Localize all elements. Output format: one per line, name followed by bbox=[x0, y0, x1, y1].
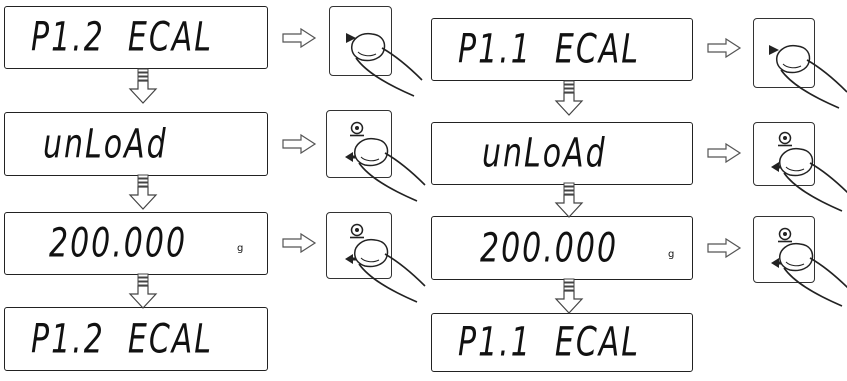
right-down-arrow-2 bbox=[556, 183, 582, 217]
right-tare-icon-1 bbox=[778, 133, 792, 146]
left-down-arrow-1 bbox=[130, 69, 156, 103]
right-finger-2-icon bbox=[780, 149, 847, 211]
left-finger-3-icon bbox=[355, 240, 425, 302]
left-right-arrow-1 bbox=[283, 29, 315, 47]
right-finger-1-icon bbox=[777, 46, 847, 108]
right-tare-icon-2 bbox=[778, 229, 792, 242]
left-finger-2-icon bbox=[355, 139, 425, 201]
left-tare-icon-1 bbox=[350, 123, 364, 136]
left-right-arrow-2 bbox=[283, 135, 315, 153]
right-down-arrow-3 bbox=[556, 279, 582, 313]
left-down-arrow-3 bbox=[130, 274, 156, 308]
left-right-arrow-3 bbox=[283, 234, 315, 252]
right-down-arrow-1 bbox=[556, 81, 582, 115]
right-right-arrow-2 bbox=[708, 144, 740, 162]
left-finger-1-icon bbox=[352, 34, 422, 96]
right-finger-3-icon bbox=[780, 244, 847, 306]
left-down-arrow-2 bbox=[130, 175, 156, 209]
left-tare-icon-2 bbox=[350, 225, 364, 238]
right-right-arrow-1 bbox=[708, 39, 740, 57]
right-right-arrow-3 bbox=[708, 239, 740, 257]
